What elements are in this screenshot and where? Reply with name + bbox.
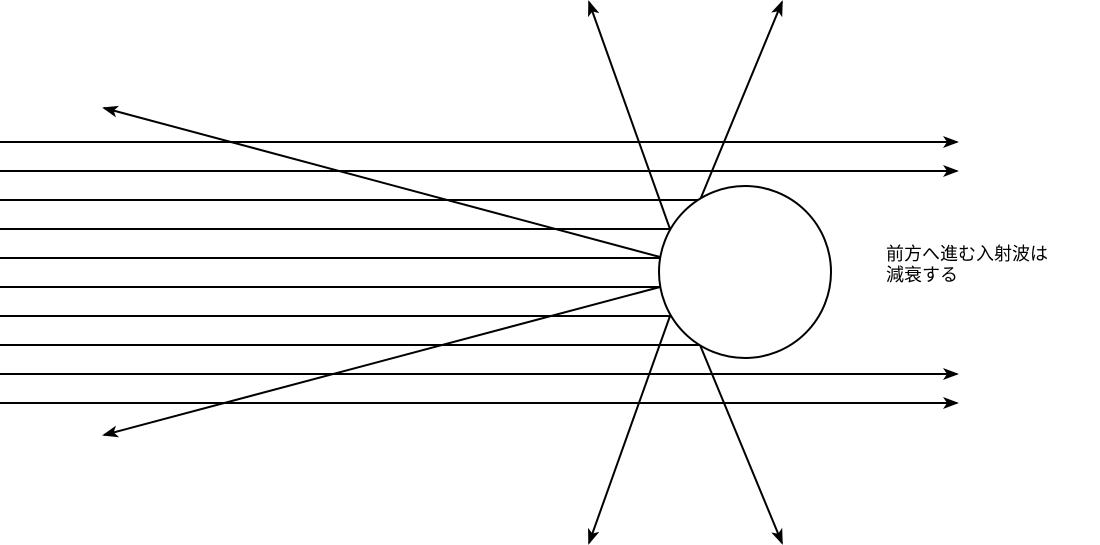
reflected-wave-lower — [102, 286, 661, 438]
caption-line-1: 前方へ進む入射波は — [886, 244, 1048, 265]
obstacle-circle — [658, 185, 832, 359]
caption-line-2: 減衰する — [886, 265, 958, 286]
reflected-wave-upper — [102, 105, 661, 258]
scattered-wave-up-left — [588, 0, 671, 230]
scattered-wave-up-right — [699, 0, 783, 201]
scattered-wave-down-left — [588, 315, 671, 545]
attenuation-caption: 前方へ進む入射波は 減衰する — [886, 244, 1048, 286]
scattered-wave-down-right — [699, 344, 783, 545]
